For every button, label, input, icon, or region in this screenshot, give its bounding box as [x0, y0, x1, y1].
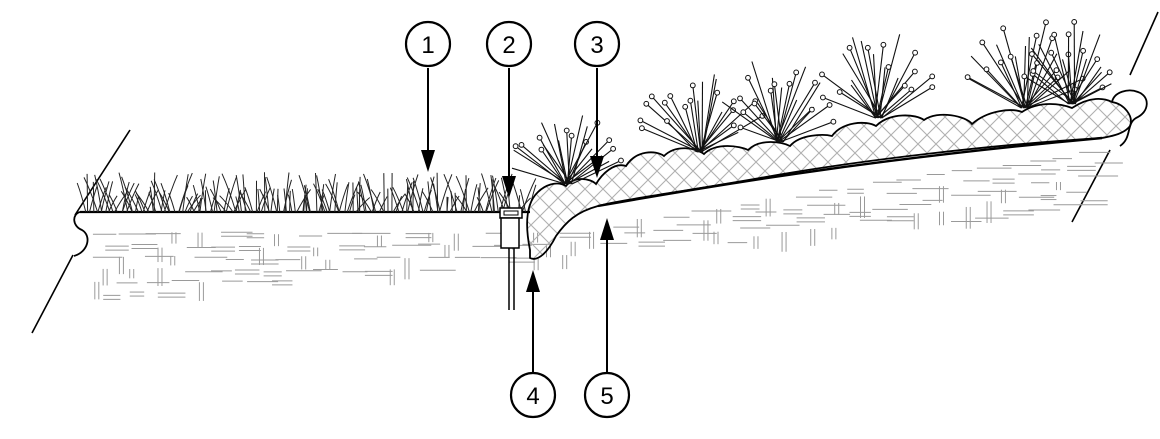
ornamental-grass-clump-icon — [637, 74, 766, 153]
ornamental-grass-clump-icon — [511, 115, 624, 185]
soil-texture — [92, 151, 1123, 301]
callout-1: 1 — [404, 20, 452, 68]
callout-3: 3 — [573, 20, 621, 68]
ornamental-grass-clump-icon — [721, 61, 837, 143]
left-slope-line-bottom — [31, 254, 74, 334]
callout-1-label: 1 — [421, 32, 434, 59]
callout-5: 5 — [583, 371, 631, 419]
callout-2-label: 2 — [502, 32, 515, 59]
callout-2: 2 — [485, 20, 533, 68]
ornamental-grass-clump-icon — [1021, 19, 1113, 105]
left-ground-edge — [73, 211, 89, 257]
right-ground-edge — [1111, 89, 1148, 147]
mulch-bed — [526, 98, 1132, 260]
left-slope-line-top — [74, 129, 131, 216]
callout-4: 4 — [509, 371, 557, 419]
leader-arrow-3 — [590, 68, 604, 178]
callout-4-label: 4 — [526, 383, 539, 410]
right-slope-line-bottom — [1071, 149, 1111, 223]
leader-arrow-5 — [600, 218, 614, 372]
leader-lines — [421, 68, 614, 372]
ornamental-grass-clump-icon — [819, 34, 936, 119]
slope-lines — [31, 11, 1159, 334]
callout-3-label: 3 — [590, 32, 603, 59]
leader-arrow-4 — [526, 270, 540, 372]
callout-5-label: 5 — [600, 383, 613, 410]
ornamental-grass-icon — [511, 19, 1113, 185]
leader-arrow-2 — [502, 68, 516, 198]
right-slope-line-top — [1129, 11, 1159, 76]
lawn-edging-icon — [499, 207, 523, 310]
lawn-grass-icon — [76, 172, 537, 213]
bed-bottom-line — [597, 136, 1103, 208]
leader-arrow-1 — [421, 68, 435, 172]
